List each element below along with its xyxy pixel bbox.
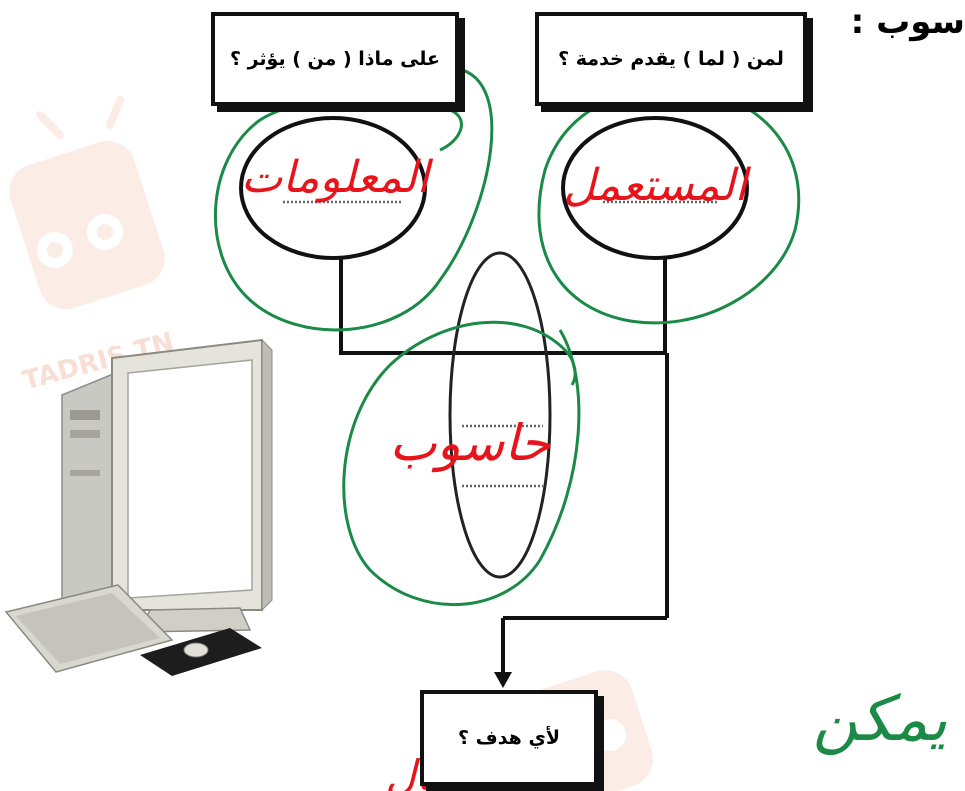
connector-lines (339, 255, 669, 675)
handwritten-computer: حاسوب (390, 414, 552, 473)
question-box-serves: لمن ( لما ) يقدم خدمة ؟ (535, 12, 807, 106)
ellipse-left (239, 116, 427, 260)
question-goal-text: لأي هدف ؟ (457, 727, 561, 749)
question-box-goal: لأي هدف ؟ (420, 690, 598, 786)
handwritten-user: المستعمل (563, 160, 751, 211)
question-serves-text: لمن ( لما ) يقدم خدمة ؟ (558, 48, 784, 70)
ellipse-right (561, 116, 749, 260)
handwritten-side-word: يمكن (813, 682, 948, 756)
watermark-logo-left (9, 96, 165, 310)
question-box-affects: على ماذا ( من ) يؤثر ؟ (211, 12, 459, 106)
dotted-lines (283, 200, 717, 488)
handwritten-info: المعلومات (241, 152, 434, 203)
heading-fragment: سوب : (850, 2, 965, 42)
computer-illustration (4, 338, 273, 676)
question-affects-text: على ماذا ( من ) يؤثر ؟ (229, 48, 441, 70)
ellipse-center (448, 251, 552, 579)
arrow-head (494, 672, 512, 688)
